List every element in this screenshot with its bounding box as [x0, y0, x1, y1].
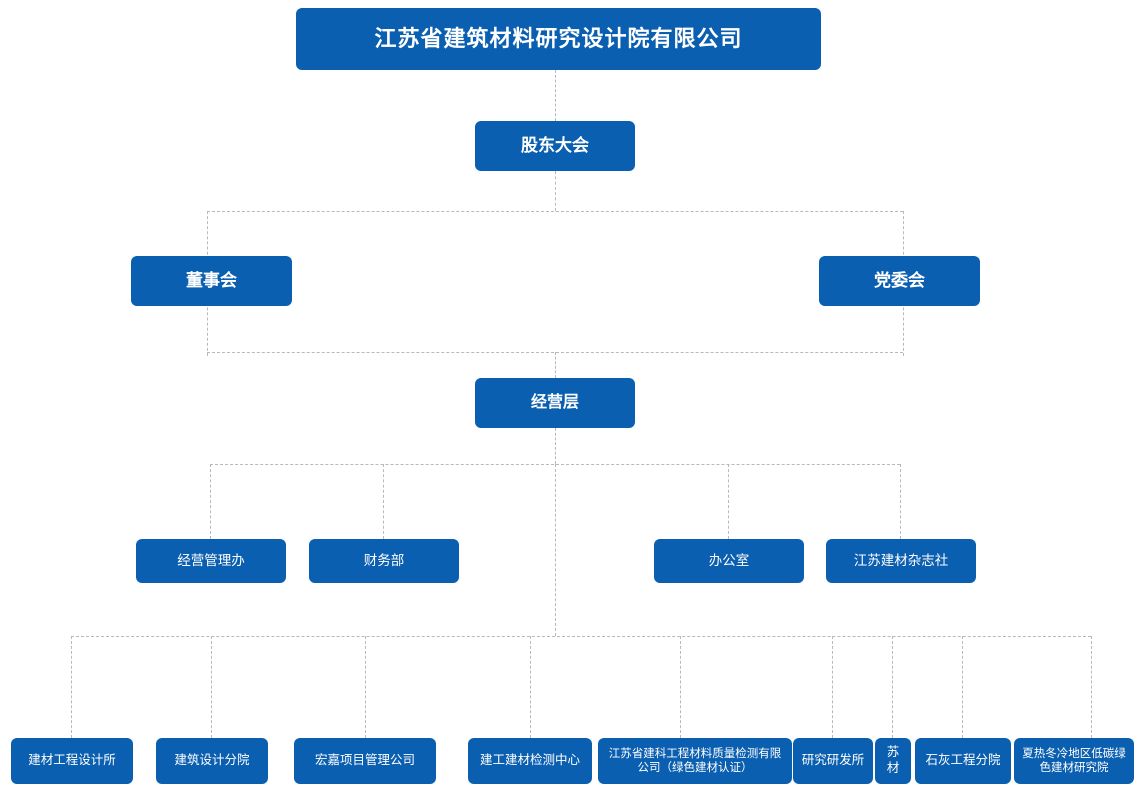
connector-bus-units: [71, 636, 1091, 637]
connector-unit-7: [892, 636, 893, 738]
node-dept-office[interactable]: 办公室: [654, 539, 804, 583]
connector-management-down: [555, 428, 556, 464]
node-board[interactable]: 董事会: [131, 256, 292, 306]
node-unit-research-development[interactable]: 研究研发所: [793, 738, 873, 784]
connector-bus-board-party: [207, 211, 903, 212]
node-unit-hongjia-project-management[interactable]: 宏嘉项目管理公司: [294, 738, 436, 784]
connector-management-down-units: [555, 464, 556, 636]
connector-dept-3: [728, 464, 729, 539]
connector-unit-8: [962, 636, 963, 738]
connector-unit-5: [680, 636, 681, 738]
node-unit-jianke-quality-testing[interactable]: 江苏省建科工程材料质量检测有限公司（绿色建材认证）: [598, 738, 792, 784]
node-dept-management-office[interactable]: 经营管理办: [136, 539, 286, 583]
node-unit-testing-center[interactable]: 建工建材检测中心: [468, 738, 592, 784]
connector-unit-1: [71, 636, 72, 738]
node-party-committee[interactable]: 党委会: [819, 256, 980, 306]
connector-dept-1: [210, 464, 211, 539]
connector-root-to-shareholders: [555, 70, 556, 121]
connector-unit-9: [1091, 636, 1092, 738]
connector-unit-2: [211, 636, 212, 738]
node-unit-lime-engineering-branch[interactable]: 石灰工程分院: [915, 738, 1011, 784]
node-dept-magazine[interactable]: 江苏建材杂志社: [826, 539, 976, 583]
connector-unit-3: [365, 636, 366, 738]
connector-unit-6: [832, 636, 833, 738]
connector-to-management: [555, 352, 556, 378]
node-root[interactable]: 江苏省建筑材料研究设计院有限公司: [296, 8, 821, 70]
node-unit-low-carbon-green-materials-institute[interactable]: 夏热冬冷地区低碳绿色建材研究院: [1014, 738, 1134, 784]
node-unit-sucai[interactable]: 苏材: [875, 738, 911, 784]
node-shareholders[interactable]: 股东大会: [475, 121, 635, 171]
node-dept-finance[interactable]: 财务部: [309, 539, 459, 583]
connector-shareholders-down: [555, 171, 556, 211]
connector-dept-2: [383, 464, 384, 539]
node-unit-design-institute[interactable]: 建材工程设计所: [11, 738, 133, 784]
connector-unit-4: [530, 636, 531, 738]
node-management[interactable]: 经营层: [475, 378, 635, 428]
node-unit-architecture-branch[interactable]: 建筑设计分院: [156, 738, 268, 784]
connector-dept-4: [900, 464, 901, 539]
